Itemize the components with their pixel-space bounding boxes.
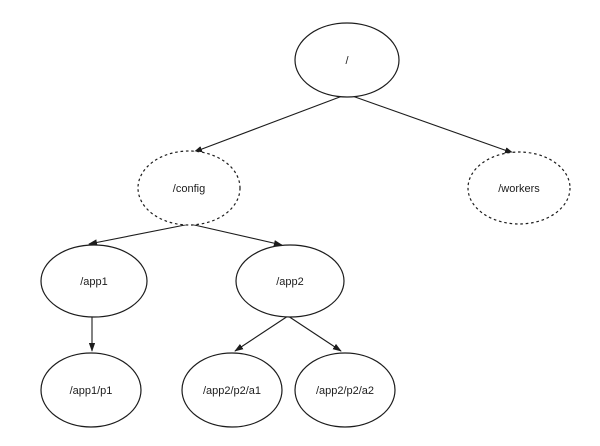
node-app1-label: /app1 bbox=[80, 276, 108, 288]
node-config-label: /config bbox=[173, 183, 205, 195]
edge-root-to-config bbox=[193, 91, 354, 153]
node-workers-ellipse bbox=[467, 151, 571, 225]
edge-config-to-app1 bbox=[88, 223, 191, 246]
node-workers: /workers bbox=[467, 151, 571, 225]
node-app1: /app1 bbox=[40, 244, 148, 318]
node-config: /config bbox=[137, 150, 241, 226]
node-app2: /app2 bbox=[235, 244, 345, 318]
node-root-ellipse bbox=[294, 22, 400, 98]
node-app2-p2-a1-ellipse bbox=[181, 352, 283, 428]
edge-config-to-app2 bbox=[189, 223, 283, 247]
node-app2-p2-a1: /app2/p2/a1 bbox=[181, 352, 283, 428]
node-app1-p1-label: /app1/p1 bbox=[70, 385, 113, 397]
node-workers-label: /workers bbox=[498, 183, 540, 195]
edge-root-to-workers bbox=[340, 91, 514, 154]
node-root: / bbox=[294, 22, 400, 98]
node-root-label: / bbox=[345, 55, 349, 67]
node-app2-p2-a2-ellipse bbox=[294, 352, 396, 428]
node-app2-p2-a1-label: /app2/p2/a1 bbox=[203, 385, 261, 397]
node-app2-label: /app2 bbox=[276, 276, 304, 288]
edge-app2-to-app2-p2-a1 bbox=[234, 315, 289, 352]
edge-app2-to-app2-p2-a2 bbox=[287, 315, 342, 352]
node-app1-p1: /app1/p1 bbox=[40, 352, 142, 428]
node-app1-ellipse bbox=[40, 244, 148, 318]
node-app2-p2-a2-label: /app2/p2/a2 bbox=[316, 385, 374, 397]
node-app2-ellipse bbox=[235, 244, 345, 318]
node-app1-p1-ellipse bbox=[40, 352, 142, 428]
node-config-ellipse bbox=[137, 150, 241, 226]
node-app2-p2-a2: /app2/p2/a2 bbox=[294, 352, 396, 428]
